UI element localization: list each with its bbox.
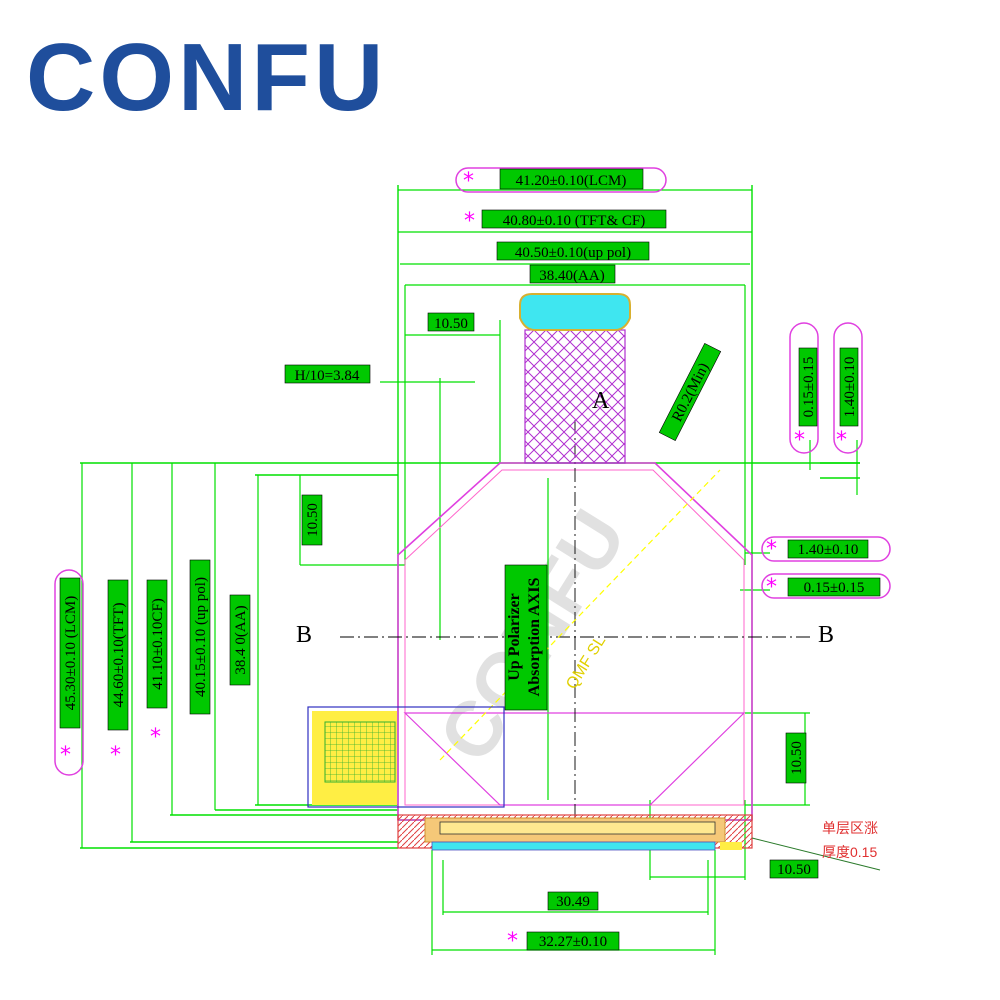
tft-height-label: 44.60±0.10(TFT) (111, 603, 127, 708)
asterisk-mark: * (507, 929, 518, 954)
label-backgrounds (59, 168, 881, 951)
left-dimension-lines (81, 463, 549, 848)
axis-b-left-label: B (296, 622, 312, 648)
asterisk-mark: * (766, 575, 777, 600)
up-pol-height-label: 40.15±0.10 (up pol) (193, 577, 209, 697)
confu-logo: CONFU (26, 24, 388, 131)
aa-width-label: 38.40(AA) (539, 268, 604, 284)
asterisk-mark: * (766, 537, 777, 562)
lcm-width-label: 41.20±0.10(LCM) (516, 173, 627, 189)
right-side-2-label: 0.15±0.15 (804, 580, 865, 596)
axis-b-right-label: B (818, 622, 834, 648)
top-tab (519, 293, 631, 464)
aa-height-label: 38.4 0(AA) (233, 605, 249, 674)
center-axes (340, 420, 810, 840)
bottom-fpc (397, 814, 881, 871)
h10-label: H/10=3.84 (295, 368, 360, 384)
chamfer-top-label: 10.50 (434, 316, 468, 332)
ic-box (307, 706, 505, 808)
right-side-1-label: 1.40±0.10 (798, 542, 859, 558)
asterisks: * * * * * * * * * * (60, 169, 847, 954)
note-cn-2: 厚度0.15 (822, 844, 877, 860)
cf-height-label: 41.10±0.10CF) (150, 598, 166, 690)
tft-cf-width-label: 40.80±0.10 (TFT& CF) (503, 213, 645, 229)
green-outlines (80, 185, 860, 849)
asterisk-mark: * (110, 743, 121, 768)
fpc-outer-label: 32.27±0.10 (539, 934, 607, 950)
chamfer-left-label: 10.50 (305, 503, 321, 537)
asterisk-mark: * (836, 428, 847, 453)
asterisk-mark: * (794, 428, 805, 453)
polarizer-labels: Up Polarizer Absorption AXIS (506, 578, 543, 697)
absorption-axis-line (439, 469, 721, 761)
radius-label-bg (658, 342, 722, 442)
chamfer-bottom-label: 10.50 (777, 862, 811, 878)
fpc-inner-label: 30.49 (556, 894, 590, 910)
asterisk-mark: * (463, 169, 474, 194)
highlight-pills (54, 167, 891, 776)
right-offset-1-label: 0.15±0.15 (801, 357, 817, 418)
top-dimension-lines (299, 189, 858, 640)
note-cn-1: 单层区涨 (822, 820, 878, 836)
asterisk-mark: * (464, 209, 475, 234)
polarizer-label-1: Up Polarizer (506, 593, 523, 681)
asterisk-mark: * (60, 743, 71, 768)
polarizer-label-2: Absorption AXIS (526, 578, 543, 697)
chamfer-right-label: 10.50 (789, 741, 805, 775)
point-a-label: A (592, 388, 610, 414)
right-offset-2-label: 1.40±0.10 (842, 357, 858, 418)
asterisk-mark: * (150, 725, 161, 750)
up-pol-width-label: 40.50±0.10(up pol) (515, 245, 631, 261)
lcm-height-label: 45.30±0.10 (LCM) (63, 596, 79, 710)
